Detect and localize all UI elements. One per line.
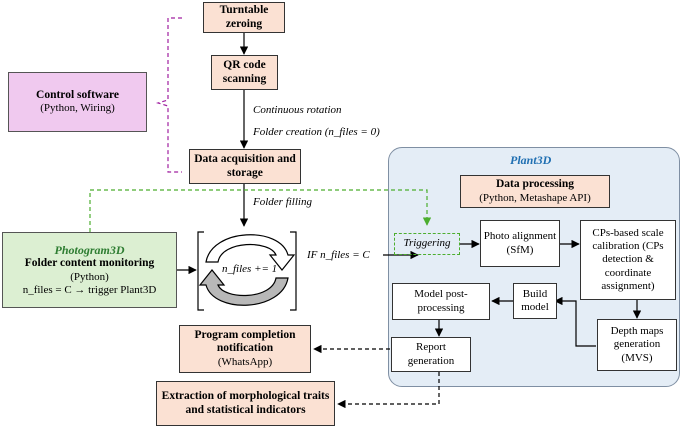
depth-maps-box: Depth maps generation (MVS) (597, 319, 677, 371)
loop-counter-label: n_files += 1 (222, 263, 278, 275)
photo-alignment-label: Photo alignment (SfM) (483, 230, 557, 256)
depth-maps-label: Depth maps generation (MVS) (610, 325, 664, 364)
report-generation-label: Report generation (407, 341, 455, 367)
control-brace (155, 17, 182, 173)
qr-scanning-label: QR code scanning (222, 58, 267, 85)
photogram3d-box: Photogram3D Folder content monitoring (P… (2, 232, 177, 308)
triggering-label: Triggering (403, 237, 451, 250)
extraction-box: Extraction of morphological traits and s… (156, 381, 335, 426)
completion-notification-box: Program completion notification (WhatsAp… (179, 325, 311, 373)
loop-bracket-right (290, 231, 297, 311)
folder-creation-label: Folder creation (n_files = 0) (253, 126, 380, 138)
arrow-report-extraction (337, 372, 440, 409)
turntable-zeroing-box: Turntable zeroing (203, 2, 285, 33)
folder-filling-label: Folder filling (253, 196, 312, 208)
data-acquisition-box: Data acquisition and storage (189, 149, 301, 184)
completion-notification-title: Program completion notification (194, 328, 296, 355)
extraction-label: Extraction of morphological traits and s… (161, 389, 330, 416)
control-software-title: Control software (36, 88, 119, 101)
loop-arrow-bottom (198, 269, 289, 306)
loop-condition-label: IF n_files = C (307, 249, 370, 261)
plant3d-title: Plant3D (510, 153, 552, 167)
arrow-depth-build (554, 296, 596, 347)
continuous-rotation-label: Continuous rotation (253, 104, 342, 116)
build-model-box: Build model (513, 283, 557, 319)
photogram3d-title: Folder content monitoring (24, 257, 155, 270)
data-processing-subtitle: (Python, Metashape API) (479, 191, 591, 204)
completion-notification-subtitle: (WhatsApp) (217, 356, 273, 369)
photogram3d-lang: (Python) (70, 270, 109, 283)
photo-alignment-box: Photo alignment (SfM) (480, 220, 560, 267)
data-processing-title: Data processing (495, 178, 575, 190)
photogram3d-rule: n_files = C → trigger Plant3D (22, 284, 157, 297)
loop-bracket-left (197, 231, 204, 311)
build-model-label: Build model (521, 287, 549, 313)
model-postprocessing-box: Model post-processing (392, 283, 490, 320)
green-trigger-path (89, 189, 432, 232)
loop-arrow-top (205, 234, 296, 271)
cps-calibration-label: CPs-based scale calibration (CPs detecti… (592, 227, 664, 292)
cps-calibration-box: CPs-based scale calibration (CPs detecti… (580, 220, 676, 300)
data-acquisition-label: Data acquisition and storage (194, 152, 296, 179)
control-software-subtitle: (Python, Wiring) (40, 102, 115, 115)
data-processing-box: Data processing (Python, Metashape API) (460, 175, 610, 208)
triggering-box: Triggering (394, 233, 460, 255)
report-generation-box: Report generation (391, 337, 471, 372)
qr-scanning-box: QR code scanning (211, 55, 278, 90)
photogram3d-name: Photogram3D (54, 242, 125, 257)
turntable-zeroing-label: Turntable zeroing (219, 3, 269, 30)
control-software-box: Control software (Python, Wiring) (8, 72, 147, 132)
model-postprocessing-label: Model post-processing (414, 288, 468, 314)
